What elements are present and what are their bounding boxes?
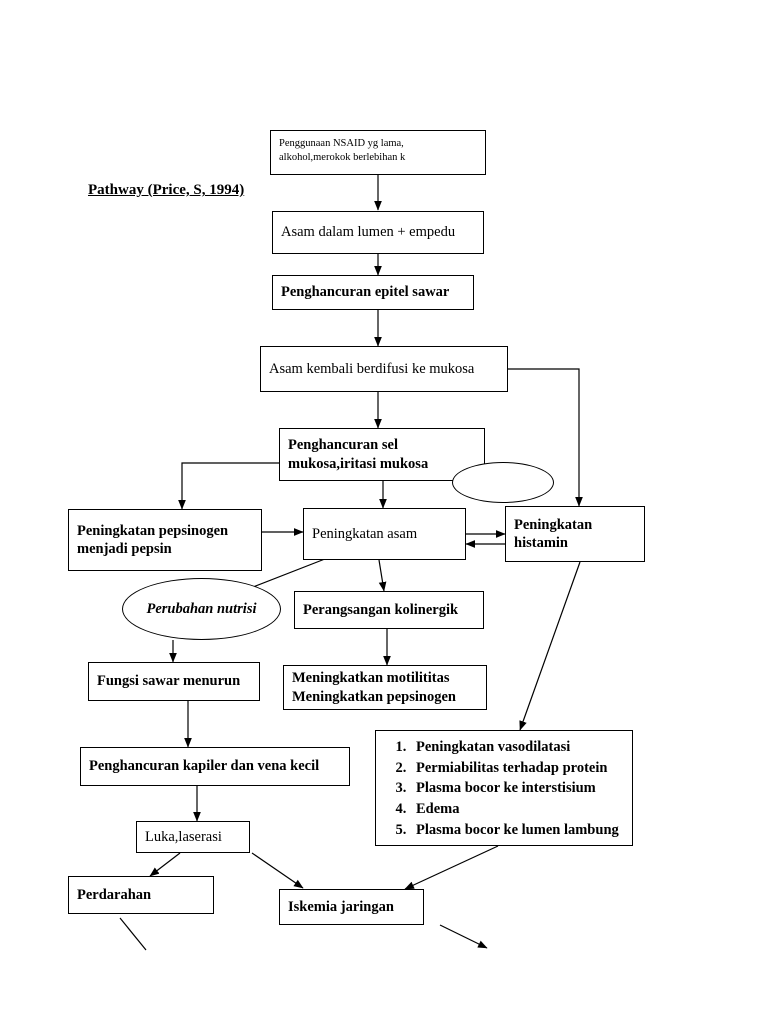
node-peningkatan-histamin: Peningkatan histamin [505, 506, 645, 562]
list-item: Plasma bocor ke lumen lambung [410, 822, 622, 840]
node-asam-lumen-empedu: Asam dalam lumen + empedu [272, 211, 484, 254]
node-penghancuran-epitel-sawar: Penghancuran epitel sawar [272, 275, 474, 310]
node-meningkatkan-motilitas: Meningkatkan motilititas Meningkatkan pe… [283, 665, 487, 710]
node-peningkatan-asam: Peningkatan asam [303, 508, 466, 560]
ellipse-perubahan-nutrisi: Perubahan nutrisi [122, 578, 281, 640]
node-peningkatan-pepsinogen: Peningkatan pepsinogen menjadi pepsin [68, 509, 262, 571]
list-item: Plasma bocor ke interstisium [410, 780, 622, 798]
node-penghancuran-sel-mukosa: Penghancuran sel mukosa,iritasi mukosa [279, 428, 485, 481]
list-item: Edema [410, 801, 622, 819]
node-perdarahan: Perdarahan [68, 876, 214, 914]
ellipse-blank [452, 462, 554, 503]
list-box-items: Peningkatan vasodilatasi Permiabilitas t… [388, 739, 622, 839]
node-iskemia-jaringan: Iskemia jaringan [279, 889, 424, 925]
page-title: Pathway (Price, S, 1994) [88, 182, 245, 198]
node-fungsi-sawar-menurun: Fungsi sawar menurun [88, 662, 260, 701]
node-penggunaan-nsaid: Penggunaan NSAID yg lama, alkohol,meroko… [270, 130, 486, 175]
node-asam-berdifusi-mukosa: Asam kembali berdifusi ke mukosa [260, 346, 508, 392]
list-item: Permiabilitas terhadap protein [410, 760, 622, 778]
node-perangsangan-kolinergik: Perangsangan kolinergik [294, 591, 484, 629]
list-item: Peningkatan vasodilatasi [410, 739, 622, 757]
node-penghancuran-kapiler: Penghancuran kapiler dan vena kecil [80, 747, 350, 786]
node-luka-laserasi: Luka,laserasi [136, 821, 250, 853]
list-box-efek: Peningkatan vasodilatasi Permiabilitas t… [375, 730, 633, 846]
